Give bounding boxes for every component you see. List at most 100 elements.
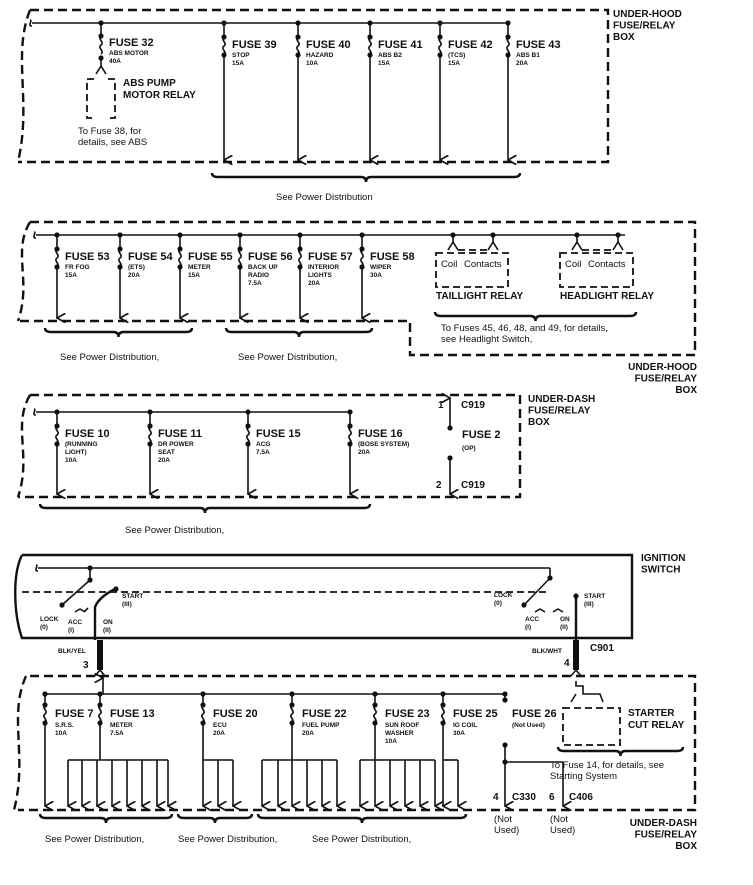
- not-used-label: Used): [550, 825, 575, 836]
- relay-contacts-label: Contacts: [464, 259, 502, 270]
- not-used-label: (Not: [550, 814, 568, 825]
- wire-harness: [573, 640, 579, 670]
- fuse-rating: LIGHTS: [308, 272, 332, 279]
- box-label: BOX: [675, 841, 697, 852]
- relay-wire: [575, 681, 604, 703]
- wire-break: [33, 408, 37, 416]
- fuse-label: FUSE 22: [302, 708, 347, 720]
- brace: [38, 503, 372, 514]
- box-edge: [12, 675, 28, 811]
- not-used-label: (Not: [494, 814, 512, 825]
- box-edge: [16, 221, 32, 322]
- relay-box: [559, 252, 634, 288]
- switch-position-label: (I): [68, 627, 74, 634]
- box-label: BOX: [528, 417, 550, 428]
- switch-position-label: (III): [122, 601, 132, 608]
- brace: [433, 311, 638, 322]
- fuse-rating: 20A: [213, 730, 225, 737]
- box-label: UNDER-HOOD: [628, 362, 697, 373]
- relay-label: ABS PUMP: [123, 78, 176, 89]
- fuse-rating: ABS B1: [516, 52, 540, 59]
- connector-label: C901: [590, 643, 614, 654]
- switch-position-label: START: [122, 593, 143, 600]
- fuse-icon: [296, 36, 300, 56]
- relay-box: [86, 78, 116, 119]
- box-label: BOX: [675, 385, 697, 396]
- switch-position-label: (II): [103, 627, 111, 634]
- fuse-box-outline: [18, 393, 522, 499]
- fuse-label: FUSE 42: [448, 39, 493, 51]
- fuse-icon: [368, 36, 372, 56]
- fuse-rating: ACG: [256, 441, 270, 448]
- relay-contacts-label: Contacts: [588, 259, 626, 270]
- fuse-box-outline: [18, 220, 697, 357]
- fuse-rating: FUEL PUMP: [302, 722, 340, 729]
- fuse-label: FUSE 13: [110, 708, 155, 720]
- fuse-rating: 15A: [448, 60, 460, 67]
- fuse-icon: [98, 704, 102, 724]
- switch-position-label: ON: [103, 619, 113, 626]
- see-power-distribution: See Power Distribution,: [60, 352, 159, 363]
- brace: [556, 746, 685, 757]
- fuse-rating: SEAT: [158, 449, 175, 456]
- switch-position-label: (0): [494, 600, 502, 607]
- relay-note: details, see ABS: [78, 137, 147, 148]
- fuse-label: FUSE 15: [256, 428, 301, 440]
- fuse-label: FUSE 10: [65, 428, 110, 440]
- fuse-rating: (OP): [462, 445, 476, 452]
- fuse-label: FUSE 54: [128, 251, 174, 263]
- wire-break: [29, 19, 33, 27]
- relay-note: To Fuses 45, 46, 48, and 49, for details…: [441, 323, 608, 334]
- brace: [38, 813, 174, 824]
- relay-note: To Fuse 14, for details, see: [550, 760, 664, 771]
- fuse-label: FUSE 41: [378, 39, 423, 51]
- see-power-distribution: See Power Distribution,: [45, 834, 144, 845]
- fuse-icon: [290, 704, 294, 724]
- switch-position-label: (III): [584, 601, 594, 608]
- wire: [61, 579, 91, 606]
- fuse-icon: [360, 248, 364, 268]
- switch-position-label: ON: [560, 616, 570, 623]
- wire: [570, 693, 577, 703]
- switch-position-label: (I): [525, 624, 531, 631]
- box-label: UNDER-DASH: [528, 394, 595, 405]
- relay-box: [562, 707, 621, 746]
- switch-position-label: START: [584, 593, 605, 600]
- relay-label: STARTER: [628, 708, 675, 719]
- fuse-rating: ECU: [213, 722, 227, 729]
- fuse-label: FUSE 56: [248, 251, 293, 263]
- pin-number: 2: [436, 480, 442, 491]
- fuse-rating: 20A: [128, 272, 140, 279]
- fuse-rating: 30A: [453, 730, 465, 737]
- pin-number: 4: [493, 792, 499, 803]
- fuse-rating: 40A: [109, 58, 121, 65]
- brace: [176, 813, 254, 824]
- fuse-rating: 7.5A: [256, 449, 270, 456]
- splice-dot: [113, 586, 119, 592]
- relay-note: Starting System: [550, 771, 617, 782]
- wire: [571, 240, 624, 251]
- fuse-label: FUSE 7: [55, 708, 94, 720]
- fuse-label: FUSE 39: [232, 39, 277, 51]
- box-label: FUSE/RELAY: [635, 374, 698, 385]
- box-label: UNDER-HOOD: [613, 9, 682, 20]
- fuse-rating: 20A: [358, 449, 370, 456]
- fuse-box-outline: [18, 674, 697, 812]
- fuse-rating: INTERIOR: [308, 264, 339, 271]
- switch-position-label: LOCK: [40, 616, 59, 623]
- fuse-rating: (RUNNING: [65, 441, 98, 448]
- fuse-rating: S.R.S.: [55, 722, 74, 729]
- connector-label: C330: [512, 792, 536, 803]
- fuse-label: FUSE 20: [213, 708, 258, 720]
- fuse-rating: IG COIL: [453, 722, 477, 729]
- fuse-rating: FR FOG: [65, 264, 90, 271]
- wire: [523, 577, 551, 606]
- fuse-label: FUSE 26: [512, 708, 557, 720]
- fuse-rating: ABS B2: [378, 52, 402, 59]
- fuse-rating: 20A: [302, 730, 314, 737]
- fuse-icon: [438, 36, 442, 56]
- fuse-rating: LIGHT): [65, 449, 87, 456]
- fuse-label: FUSE 23: [385, 708, 430, 720]
- fuse-icon: [43, 704, 47, 724]
